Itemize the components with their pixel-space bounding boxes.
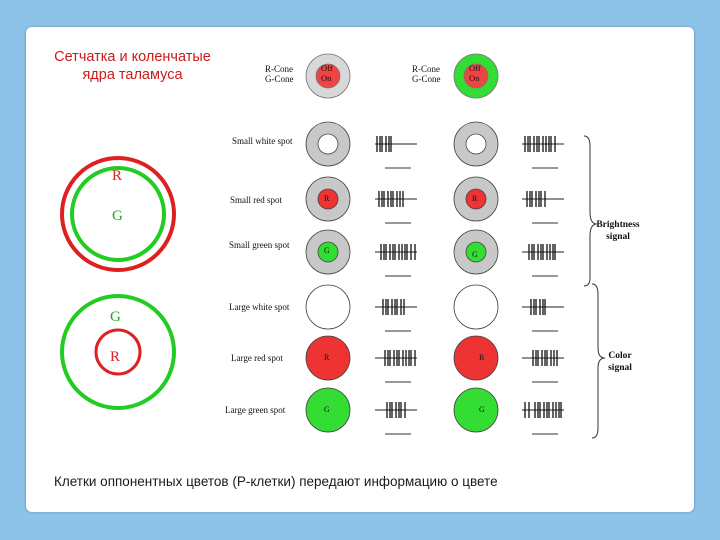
spike-train bbox=[375, 136, 417, 169]
stimulus-letter: G bbox=[324, 246, 330, 255]
cone-label: R-Cone bbox=[265, 64, 293, 74]
row-label: Large red spot bbox=[231, 353, 283, 363]
slide-caption: Клетки оппонентных цветов (Р-клетки) пер… bbox=[54, 474, 498, 489]
row-label: Large green spot bbox=[225, 405, 286, 415]
off-label: Off bbox=[469, 63, 481, 73]
slide-panel bbox=[26, 27, 694, 512]
slide-heading: Сетчатка и коленчатые ядра таламуса bbox=[54, 49, 211, 83]
spike-train bbox=[375, 244, 417, 277]
field-top-surround-letter: G bbox=[112, 208, 123, 224]
row-5-stimuli bbox=[305, 335, 499, 381]
brightness-word: Brightness bbox=[596, 220, 640, 230]
spike-train bbox=[522, 402, 564, 435]
stimulus-letter: R bbox=[479, 353, 485, 362]
cone-label: G-Cone bbox=[265, 74, 294, 84]
spike-train bbox=[375, 299, 417, 332]
field-diagram-top bbox=[60, 156, 176, 272]
field-top-center-letter: R bbox=[112, 168, 123, 184]
header-off-on-right: Off On bbox=[469, 63, 481, 83]
field-bottom-surround-letter: G bbox=[110, 309, 121, 325]
header-cones-left: R-Cone G-Cone bbox=[265, 64, 294, 84]
brightness-bracket bbox=[583, 135, 598, 287]
row-2-stimuli bbox=[305, 176, 499, 222]
stimulus-letter: R bbox=[472, 194, 478, 203]
row-4-stimuli bbox=[305, 284, 499, 330]
color-bracket bbox=[591, 283, 606, 439]
stimulus-letter: G bbox=[324, 405, 330, 414]
spike-train bbox=[375, 350, 417, 383]
spike-train bbox=[375, 191, 417, 224]
on-label: On bbox=[321, 73, 332, 83]
header-cell-red-center bbox=[305, 53, 351, 99]
stimulus-letter: R bbox=[324, 353, 330, 362]
field-bottom-center-letter: R bbox=[110, 349, 121, 365]
cone-label: G-Cone bbox=[412, 74, 441, 84]
color-word: Color bbox=[608, 351, 632, 361]
stimulus-letter: G bbox=[479, 405, 485, 414]
row-3-stimuli bbox=[305, 229, 499, 275]
spike-train bbox=[522, 191, 564, 224]
row-label: Large white spot bbox=[229, 302, 290, 312]
stimulus-letter: R bbox=[324, 194, 330, 203]
row-label: Small green spot bbox=[229, 240, 290, 250]
spike-train bbox=[375, 402, 417, 435]
stimulus-letter: G bbox=[472, 250, 478, 259]
field-diagram-bottom bbox=[60, 294, 176, 410]
row-1-stimuli bbox=[305, 121, 499, 167]
color-signal-label: Color signal bbox=[590, 350, 650, 374]
header-cones-right: R-Cone G-Cone bbox=[412, 64, 441, 84]
off-label: Off bbox=[321, 63, 333, 73]
spike-train bbox=[522, 136, 564, 169]
row-label: Small white spot bbox=[232, 136, 293, 146]
spike-trains bbox=[375, 136, 564, 435]
spike-train bbox=[522, 299, 564, 332]
signal-word: signal bbox=[606, 232, 630, 242]
header-off-on-left: Off On bbox=[321, 63, 333, 83]
row-label: Small red spot bbox=[230, 195, 282, 205]
signal-word: signal bbox=[608, 363, 632, 373]
header-cell-green-center bbox=[453, 53, 499, 99]
spike-train bbox=[522, 244, 564, 277]
on-label: On bbox=[469, 73, 480, 83]
spike-train bbox=[522, 350, 564, 383]
row-6-stimuli bbox=[305, 387, 499, 433]
brightness-signal-label: Brightness signal bbox=[588, 219, 648, 243]
cone-label: R-Cone bbox=[412, 64, 440, 74]
